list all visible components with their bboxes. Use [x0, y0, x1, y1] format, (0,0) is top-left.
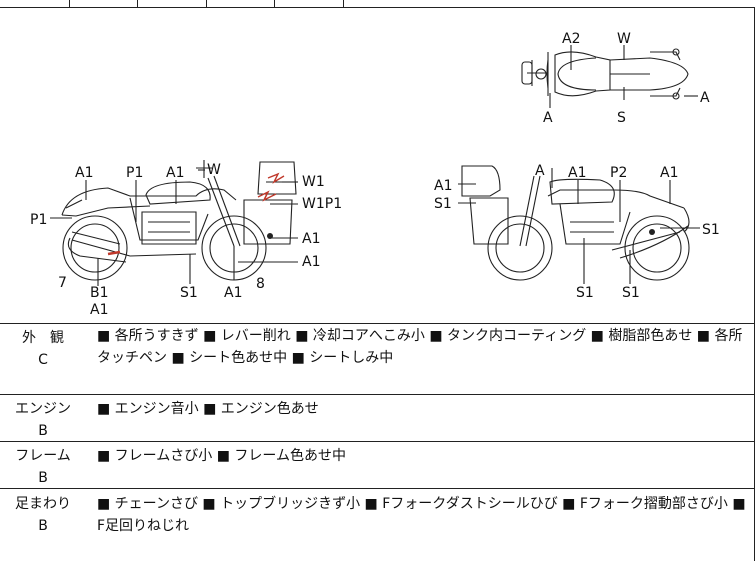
left-label-b1: B1: [90, 285, 109, 301]
row-items: ■ チェーンさび ■ トップブリッジきず小 ■ Fフォークダストシールひび ■ …: [97, 496, 746, 534]
motorcycle-diagram-svg: [50, 45, 700, 286]
row-category: 足まわり B: [0, 493, 86, 537]
damage-diagram: A2 W A S A A1 P1 A1 W W1 W1P1 P1 A1 A1 7…: [0, 7, 755, 324]
right-side-view-motorcycle: [461, 165, 690, 281]
top-label-a2: A2: [562, 31, 581, 47]
row-category: フレーム B: [0, 445, 86, 489]
grade-label: C: [38, 352, 48, 368]
left-label-7: 7: [58, 275, 67, 291]
left-label-a1-muffler: A1: [90, 302, 109, 318]
right-label-s1-engine: S1: [576, 285, 594, 301]
header-row-partial: [0, 0, 754, 8]
right-label-a: A: [535, 163, 545, 179]
row-items: ■ エンジン音小 ■ エンジン色あせ: [97, 401, 319, 417]
left-label-a1-tank: A1: [166, 165, 185, 181]
header-cell-divider: [206, 0, 207, 7]
left-label-w1: W1: [302, 174, 325, 190]
grade-label: B: [38, 470, 48, 486]
left-label-p1-tail: P1: [30, 212, 48, 228]
row-category: エンジン B: [0, 398, 86, 442]
left-side-view-motorcycle: [61, 160, 297, 281]
condition-row-frame: フレーム B ■ フレームさび小 ■ フレーム色あせ中: [0, 442, 755, 489]
right-label-a1-rear: A1: [660, 165, 679, 181]
right-label-s1-cowl: S1: [434, 196, 452, 212]
row-items: ■ 各所うすきず ■ レバー削れ ■ 冷却コアへこみ小 ■ タンク内コーティング…: [97, 328, 743, 366]
left-label-a1-cowl: A1: [302, 231, 321, 247]
left-label-p1-seat: P1: [126, 165, 144, 181]
condition-row-exterior: 外 観 C ■ 各所うすきず ■ レバー削れ ■ 冷却コアへこみ小 ■ タンク内…: [0, 323, 755, 395]
top-label-w: W: [617, 31, 631, 47]
right-label-s1-exhaust: S1: [622, 285, 640, 301]
left-label-a1-fork: A1: [302, 254, 321, 270]
right-label-s1-muffler: S1: [702, 222, 720, 238]
category-label: 外 観: [22, 330, 64, 346]
right-label-a1-tank: A1: [568, 165, 587, 181]
left-label-a1-rear: A1: [75, 165, 94, 181]
left-label-w: W: [207, 162, 221, 178]
grade-label: B: [38, 518, 48, 534]
top-label-a-right: A: [700, 90, 710, 106]
left-label-8: 8: [256, 276, 265, 292]
left-label-a1-wheel: A1: [224, 285, 243, 301]
condition-row-engine: エンジン B ■ エンジン音小 ■ エンジン色あせ: [0, 395, 755, 442]
header-cell-divider: [274, 0, 275, 7]
category-label: 足まわり: [15, 496, 71, 512]
header-cell-divider: [69, 0, 70, 7]
top-view-motorcycle: [521, 48, 689, 100]
top-label-a-left: A: [543, 110, 553, 126]
right-label-a1-cowl: A1: [434, 178, 453, 194]
right-label-p2: P2: [610, 165, 628, 181]
header-cell-divider: [343, 0, 344, 7]
row-category: 外 観 C: [0, 327, 86, 371]
header-cell-divider: [137, 0, 138, 7]
category-label: エンジン: [15, 401, 71, 417]
grade-label: B: [38, 423, 48, 439]
row-items: ■ フレームさび小 ■ フレーム色あせ中: [97, 448, 346, 464]
category-label: フレーム: [15, 448, 71, 464]
condition-row-suspension: 足まわり B ■ チェーンさび ■ トップブリッジきず小 ■ Fフォークダストシ…: [0, 489, 755, 561]
label-leader-lines: [50, 45, 700, 286]
left-label-s1: S1: [180, 285, 198, 301]
left-label-w1p1: W1P1: [302, 196, 343, 212]
top-label-s: S: [617, 110, 626, 126]
